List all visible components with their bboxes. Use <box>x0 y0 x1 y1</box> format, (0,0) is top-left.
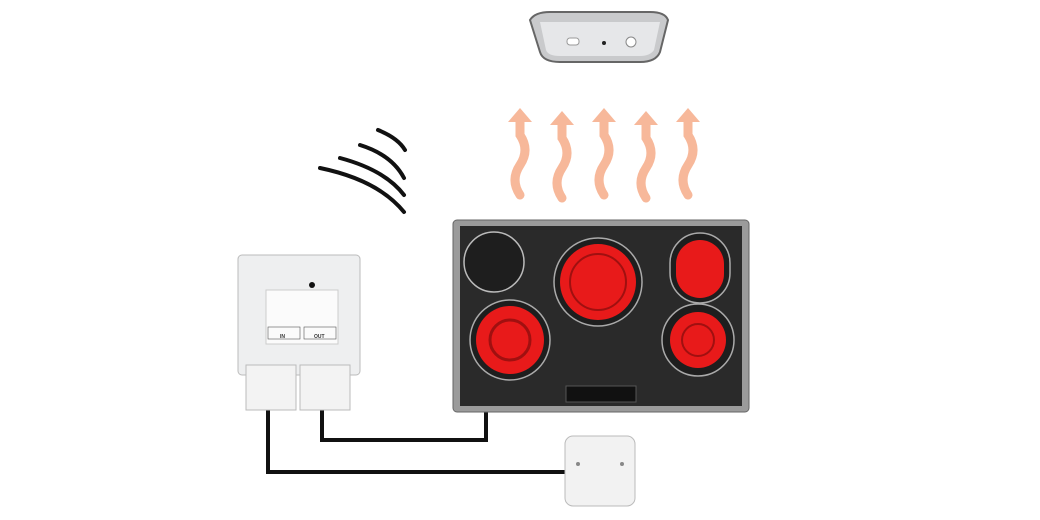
heat-arrowheads <box>508 108 700 125</box>
junction-box <box>564 435 636 507</box>
relay-in-label: IN <box>280 334 285 340</box>
hood-sensor-device <box>528 11 670 63</box>
relay-out-label: OUT <box>314 334 325 340</box>
relay-box <box>237 254 361 411</box>
heat-arrows <box>510 115 698 203</box>
wireless-signal-icon <box>318 128 407 214</box>
ceramic-cooktop <box>452 219 750 413</box>
cables <box>266 410 565 474</box>
